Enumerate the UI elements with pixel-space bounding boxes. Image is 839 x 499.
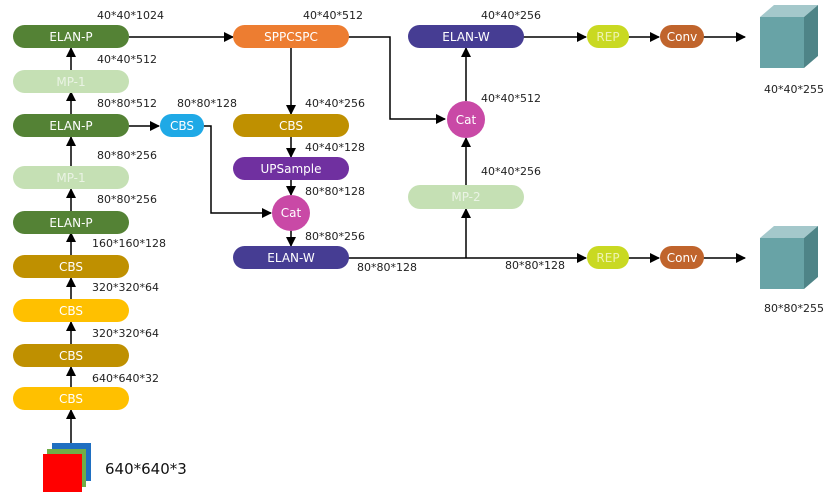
elan-w-block-1[interactable]: ELAN-W (233, 246, 349, 269)
arrow-cbs-lat-cat1 (204, 125, 272, 218)
dim-label-elanw1-out: 80*80*128 (357, 261, 417, 274)
rep-block-1[interactable]: REP (587, 25, 629, 48)
upsample-block[interactable]: UPSample (233, 157, 349, 180)
dim-label-branch: 80*80*128 (505, 259, 565, 272)
dim-label-mp1a: 80*80*256 (97, 149, 157, 162)
dim-label-cbs4: 160*160*128 (92, 237, 166, 250)
cbs-lateral-block[interactable]: CBS (160, 114, 204, 137)
dim-label-elan3: 40*40*1024 (97, 9, 164, 22)
rep-block-2[interactable]: REP (587, 246, 629, 269)
dim-label-elan2: 80*80*512 (97, 97, 157, 110)
dim-label-mp1b: 40*40*512 (97, 53, 157, 66)
mp1-block-1[interactable]: MP-1 (13, 166, 129, 189)
cat-node-1[interactable]: Cat (272, 195, 310, 231)
dim-label-cbs-lat: 80*80*128 (177, 97, 237, 110)
dim-label-elan1: 80*80*256 (97, 193, 157, 206)
output-cube-40-icon (760, 5, 818, 68)
input-image-icon (43, 443, 91, 492)
conv-block-1[interactable]: Conv (660, 25, 704, 48)
cat-node-2[interactable]: Cat (447, 101, 485, 138)
cbs-block-2[interactable]: CBS (13, 344, 129, 367)
elan-p-block-3[interactable]: ELAN-P (13, 25, 129, 48)
dim-label-cbs1: 640*640*32 (92, 372, 159, 385)
dim-label-upsample: 40*40*128 (305, 141, 365, 154)
output-cube-80-icon (760, 226, 818, 289)
dim-label-cat1-in: 80*80*128 (305, 185, 365, 198)
mp1-block-2[interactable]: MP-1 (13, 70, 129, 93)
cbs-block-4[interactable]: CBS (13, 255, 129, 278)
output-size-label-1: 40*40*255 (764, 83, 824, 96)
dim-label-sppcspc: 40*40*512 (303, 9, 363, 22)
cbs-block-1[interactable]: CBS (13, 387, 129, 410)
dim-label-cbs-mid: 40*40*256 (305, 97, 365, 110)
cbs-block-3[interactable]: CBS (13, 299, 129, 322)
elan-w-block-2[interactable]: ELAN-W (408, 25, 524, 48)
output-size-label-2: 80*80*255 (764, 302, 824, 315)
dim-label-cbs3: 320*320*64 (92, 281, 159, 294)
dim-label-elanw2: 40*40*256 (481, 9, 541, 22)
input-size-label: 640*640*3 (105, 460, 187, 478)
mp2-block[interactable]: MP-2 (408, 185, 524, 209)
dim-label-cbs2: 320*320*64 (92, 327, 159, 340)
sppcspc-block[interactable]: SPPCSPC (233, 25, 349, 48)
arrow-sppcspc-cat2 (348, 36, 446, 124)
elan-p-block-2[interactable]: ELAN-P (13, 114, 129, 137)
elan-p-block-1[interactable]: ELAN-P (13, 211, 129, 234)
dim-label-cat1-out: 80*80*256 (305, 230, 365, 243)
conv-block-2[interactable]: Conv (660, 246, 704, 269)
cbs-mid-block[interactable]: CBS (233, 114, 349, 137)
dim-label-mp2: 40*40*256 (481, 165, 541, 178)
dim-label-cat2: 40*40*512 (481, 92, 541, 105)
